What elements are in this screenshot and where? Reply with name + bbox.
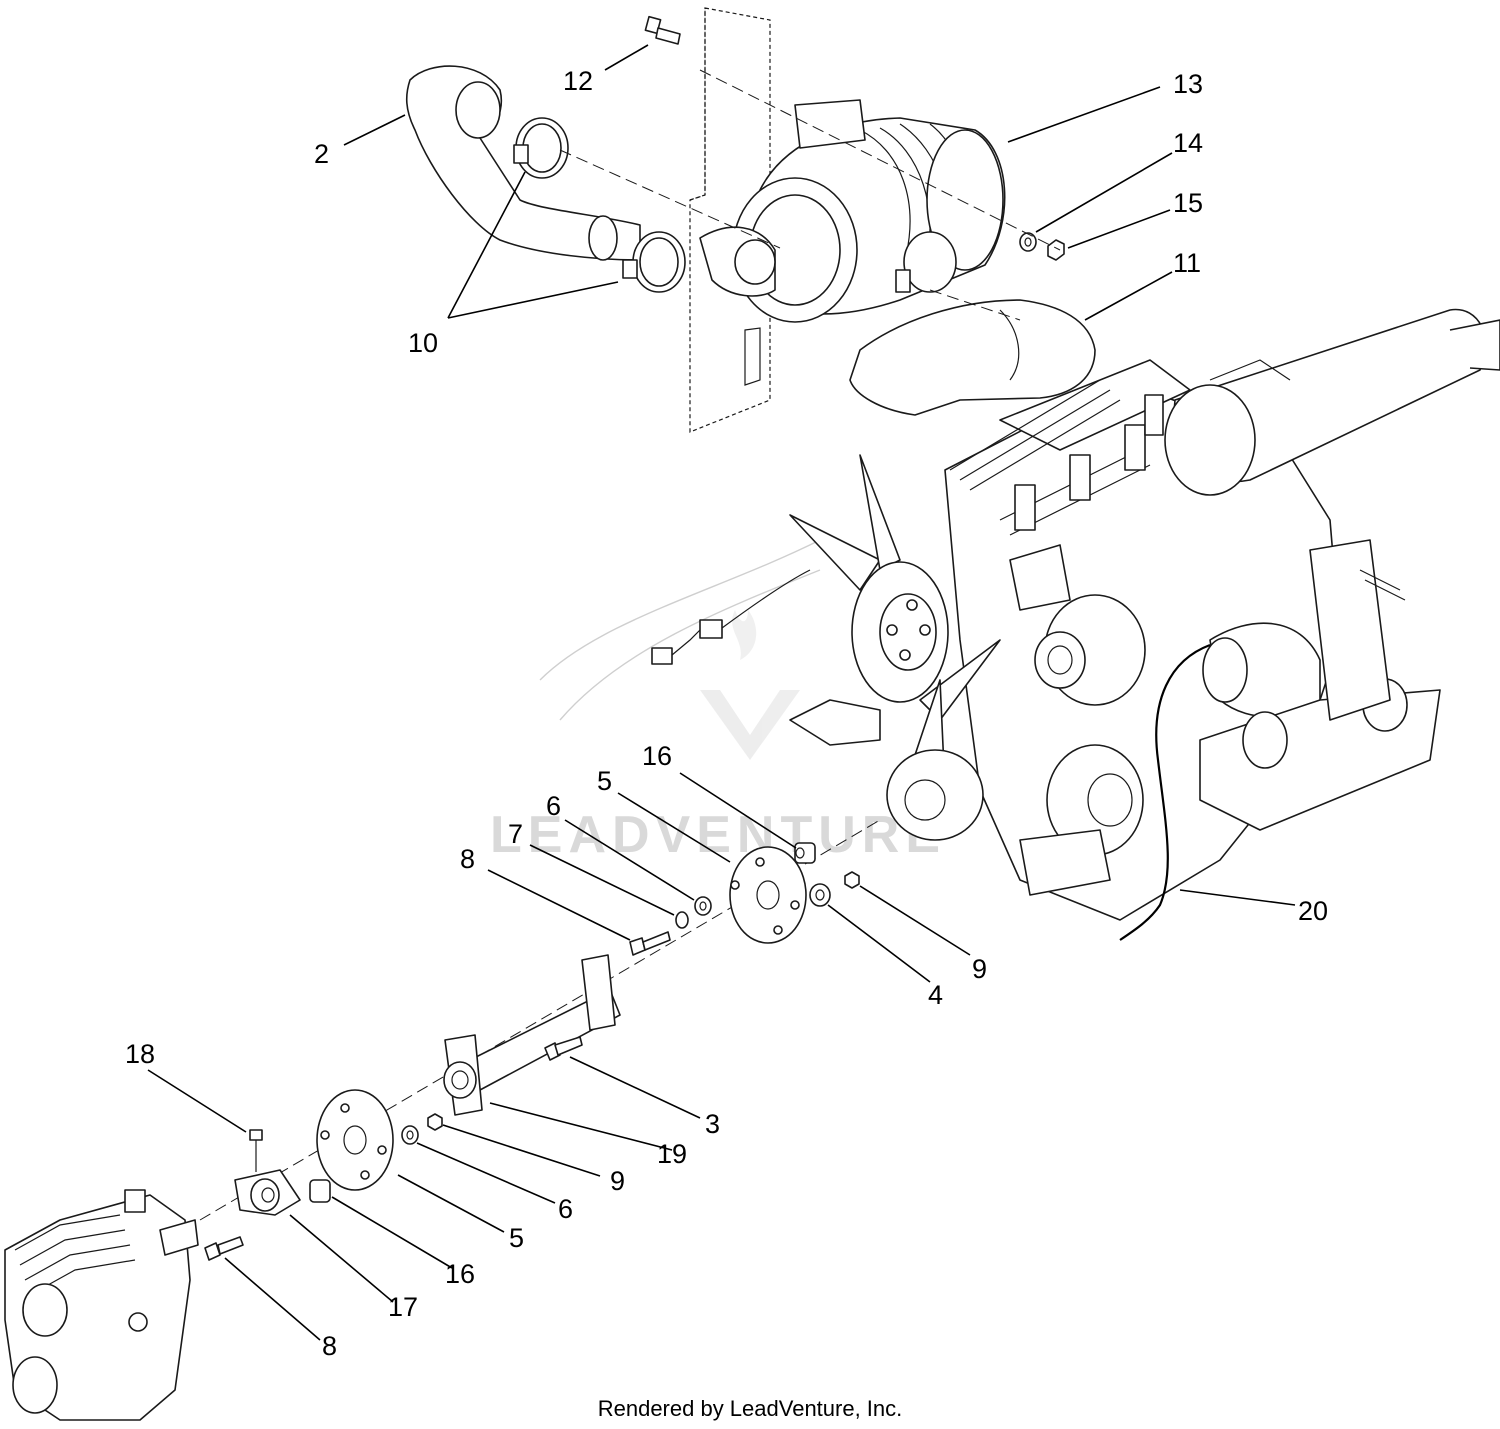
intake-duct-11 xyxy=(849,299,1096,416)
callout-5-lower: 5 xyxy=(509,1223,524,1253)
engine-assembly xyxy=(651,308,1500,921)
watermark-logo xyxy=(700,610,800,760)
bolt-18 xyxy=(249,1129,263,1172)
callout-15: 15 xyxy=(1173,188,1203,218)
bushing-4 xyxy=(809,883,831,907)
callout-7: 7 xyxy=(508,819,523,849)
lockwasher-7 xyxy=(675,911,689,929)
callout-13: 13 xyxy=(1173,69,1203,99)
callout-4: 4 xyxy=(928,980,943,1010)
callout-2: 2 xyxy=(314,139,329,169)
callout-12: 12 xyxy=(563,66,593,96)
callout-10: 10 xyxy=(408,328,438,358)
nut-15 xyxy=(1047,239,1065,261)
callout-6-lower: 6 xyxy=(558,1194,573,1224)
bolt-8-lower xyxy=(204,1236,244,1261)
callout-16-lower: 16 xyxy=(445,1259,475,1289)
bolt-3 xyxy=(544,1036,583,1061)
callout-14: 14 xyxy=(1173,128,1203,158)
coupler-5-upper xyxy=(729,846,807,944)
footer-credit: Rendered by LeadVenture, Inc. xyxy=(598,1396,903,1421)
hose-clamp-upper xyxy=(513,117,569,179)
callout-9-lower: 9 xyxy=(610,1166,625,1196)
mounting-bracket xyxy=(689,7,771,433)
washer-6-upper xyxy=(694,896,712,916)
driveshaft-19 xyxy=(443,954,621,1116)
callout-8-lower: 8 xyxy=(322,1331,337,1361)
callout-9-upper: 9 xyxy=(972,954,987,984)
callout-20: 20 xyxy=(1298,896,1328,926)
hose-clamp-lower xyxy=(622,231,686,293)
spacer-16-lower xyxy=(309,1179,331,1203)
callout-18: 18 xyxy=(125,1039,155,1069)
callouts: 2 10 12 13 14 15 11 16 5 6 7 8 9 4 20 18… xyxy=(125,66,1328,1361)
callout-8-upper: 8 xyxy=(460,844,475,874)
hydro-pump xyxy=(4,1189,199,1421)
callout-11: 11 xyxy=(1173,248,1201,278)
coupler-5-lower xyxy=(316,1089,394,1191)
callout-16-upper: 16 xyxy=(642,741,672,771)
callout-19: 19 xyxy=(657,1139,687,1169)
bolt-12 xyxy=(644,15,681,45)
callout-3: 3 xyxy=(705,1109,720,1139)
spacer-16-upper xyxy=(794,842,816,864)
flange-bearing-17 xyxy=(234,1169,301,1216)
air-cleaner-13 xyxy=(699,99,1006,323)
washer-6-lower xyxy=(401,1125,419,1145)
watermark-text: LEADVENTURE xyxy=(490,806,946,864)
callout-6-upper: 6 xyxy=(546,791,561,821)
nut-9-upper xyxy=(844,871,860,889)
callout-17: 17 xyxy=(388,1292,418,1322)
leader-lines xyxy=(147,44,1296,1341)
bolt-8-upper xyxy=(629,931,671,956)
washer-14 xyxy=(1019,232,1037,252)
wire-harness-20 xyxy=(1119,643,1211,941)
frame-outline xyxy=(539,539,821,721)
callout-5-upper: 5 xyxy=(597,766,612,796)
nut-9-lower xyxy=(427,1113,443,1131)
